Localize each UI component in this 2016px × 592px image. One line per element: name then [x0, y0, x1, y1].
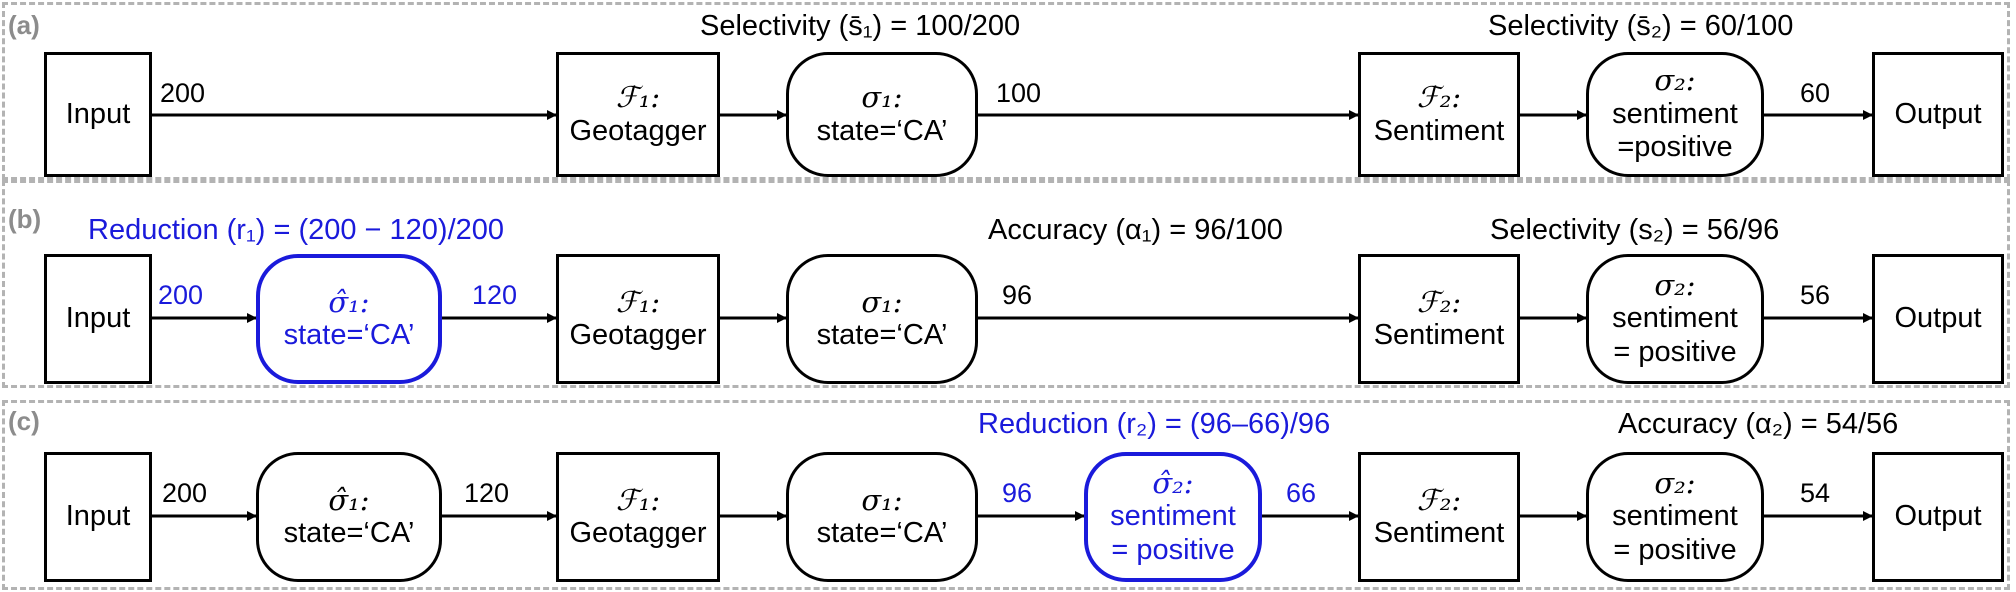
sigma2-filter-node: σ₂: sentiment = positive [1586, 254, 1764, 384]
selectivity-s1-annotation: Selectivity (s̄₁) = 100/200 [700, 10, 1021, 42]
sentiment-label: Sentiment [1373, 319, 1505, 351]
sigma2-filter-node: σ₂: sentiment =positive [1586, 52, 1764, 177]
sigma1-condition: state=‘CA’ [816, 319, 948, 351]
geotagger-node: ℱ₁: Geotagger [556, 52, 720, 177]
panel-b [2, 180, 2010, 388]
panel-a-label: (a) [8, 10, 40, 40]
approx-sigma1-filter-node: σ̂₁: state=‘CA’ [256, 254, 442, 384]
f2-symbol: ℱ₂: [1416, 284, 1462, 319]
sigma1-filter-node: σ₁: state=‘CA’ [786, 452, 978, 582]
count-label: 66 [1286, 478, 1317, 508]
reduction-r2-annotation: Reduction (r₂) = (96–66)/96 [978, 408, 1331, 440]
sigmahat1-symbol: σ̂₁: [328, 482, 370, 517]
sigma1-condition: state=‘CA’ [816, 114, 948, 147]
sentiment-label: Sentiment [1373, 114, 1505, 147]
f2-symbol: ℱ₂: [1416, 80, 1462, 115]
count-label: 200 [160, 78, 206, 108]
sigmahat1-condition: state=‘CA’ [283, 319, 415, 351]
f1-symbol: ℱ₁: [615, 80, 661, 115]
sigmahat2-symbol: σ̂₂: [1152, 465, 1194, 500]
sigma2-condition-line2: =positive [1617, 131, 1733, 164]
count-label: 96 [1002, 280, 1033, 310]
count-label: 200 [162, 478, 208, 508]
geotagger-label: Geotagger [569, 114, 707, 147]
count-label: 96 [1002, 478, 1033, 508]
panel-c-label: (c) [8, 406, 40, 436]
output-label: Output [1894, 500, 1982, 533]
count-label: 54 [1800, 478, 1831, 508]
count-label: 56 [1800, 280, 1831, 310]
sigma2-condition-line1: sentiment [1612, 97, 1738, 130]
count-label: 200 [158, 280, 204, 310]
geotagger-label: Geotagger [569, 517, 707, 549]
sigma2-symbol: σ₂: [1654, 465, 1696, 500]
accuracy-a1-annotation: Accuracy (α₁) = 96/100 [988, 214, 1283, 246]
output-label: Output [1894, 302, 1982, 335]
count-label: 60 [1800, 78, 1831, 108]
input-label: Input [65, 302, 131, 335]
geotagger-label: Geotagger [569, 319, 707, 351]
approx-sigma1-filter-node: σ̂₁: state=‘CA’ [256, 452, 442, 582]
sigma1-filter-node: σ₁: state=‘CA’ [786, 254, 978, 384]
count-label: 120 [472, 280, 518, 310]
sigma2-symbol: σ₂: [1654, 63, 1696, 98]
input-label: Input [65, 500, 131, 533]
selectivity-s2-annotation: Selectivity (s̄₂) = 60/100 [1488, 10, 1794, 42]
output-node: Output [1872, 254, 2004, 384]
sigma2-symbol: σ₂: [1654, 267, 1696, 302]
sigma1-symbol: σ₁: [861, 284, 903, 319]
reduction-r1-annotation: Reduction (r₁) = (200 − 120)/200 [88, 214, 505, 246]
count-label: 120 [464, 478, 510, 508]
sigma1-condition: state=‘CA’ [816, 517, 948, 549]
sigmahat1-condition: state=‘CA’ [283, 517, 415, 549]
sigma2-condition-line2: = positive [1613, 335, 1737, 368]
panel-b-label: (b) [8, 204, 42, 234]
sentiment-node: ℱ₂: Sentiment [1358, 254, 1520, 384]
sigma2-condition-line2: = positive [1613, 533, 1737, 566]
sigmahat2-condition-line2: = positive [1111, 533, 1235, 566]
sigma1-filter-node: σ₁: state=‘CA’ [786, 52, 978, 177]
f1-symbol: ℱ₁: [615, 284, 661, 319]
input-label: Input [65, 97, 131, 130]
f1-symbol: ℱ₁: [615, 482, 661, 517]
sigma2-condition-line1: sentiment [1612, 302, 1738, 335]
f2-symbol: ℱ₂: [1416, 482, 1462, 517]
geotagger-node: ℱ₁: Geotagger [556, 254, 720, 384]
approx-sigma2-filter-node: σ̂₂: sentiment = positive [1084, 452, 1262, 582]
panel-c [2, 400, 2010, 590]
panel-a [2, 2, 2010, 180]
sentiment-label: Sentiment [1373, 517, 1505, 549]
sigmahat2-condition-line1: sentiment [1110, 500, 1236, 533]
selectivity-s2-annotation: Selectivity (s₂) = 56/96 [1490, 214, 1780, 246]
count-label: 100 [996, 78, 1042, 108]
sigma2-condition-line1: sentiment [1612, 500, 1738, 533]
sigmahat1-symbol: σ̂₁: [328, 284, 370, 319]
output-node: Output [1872, 452, 2004, 582]
geotagger-node: ℱ₁: Geotagger [556, 452, 720, 582]
sigma1-symbol: σ₁: [861, 482, 903, 517]
input-node: Input [44, 452, 152, 582]
sentiment-node: ℱ₂: Sentiment [1358, 52, 1520, 177]
sentiment-node: ℱ₂: Sentiment [1358, 452, 1520, 582]
input-node: Input [44, 52, 152, 177]
output-label: Output [1894, 97, 1982, 130]
output-node: Output [1872, 52, 2004, 177]
accuracy-a2-annotation: Accuracy (α₂) = 54/56 [1618, 408, 1899, 440]
sigma2-filter-node: σ₂: sentiment = positive [1586, 452, 1764, 582]
input-node: Input [44, 254, 152, 384]
sigma1-symbol: σ₁: [861, 80, 903, 115]
